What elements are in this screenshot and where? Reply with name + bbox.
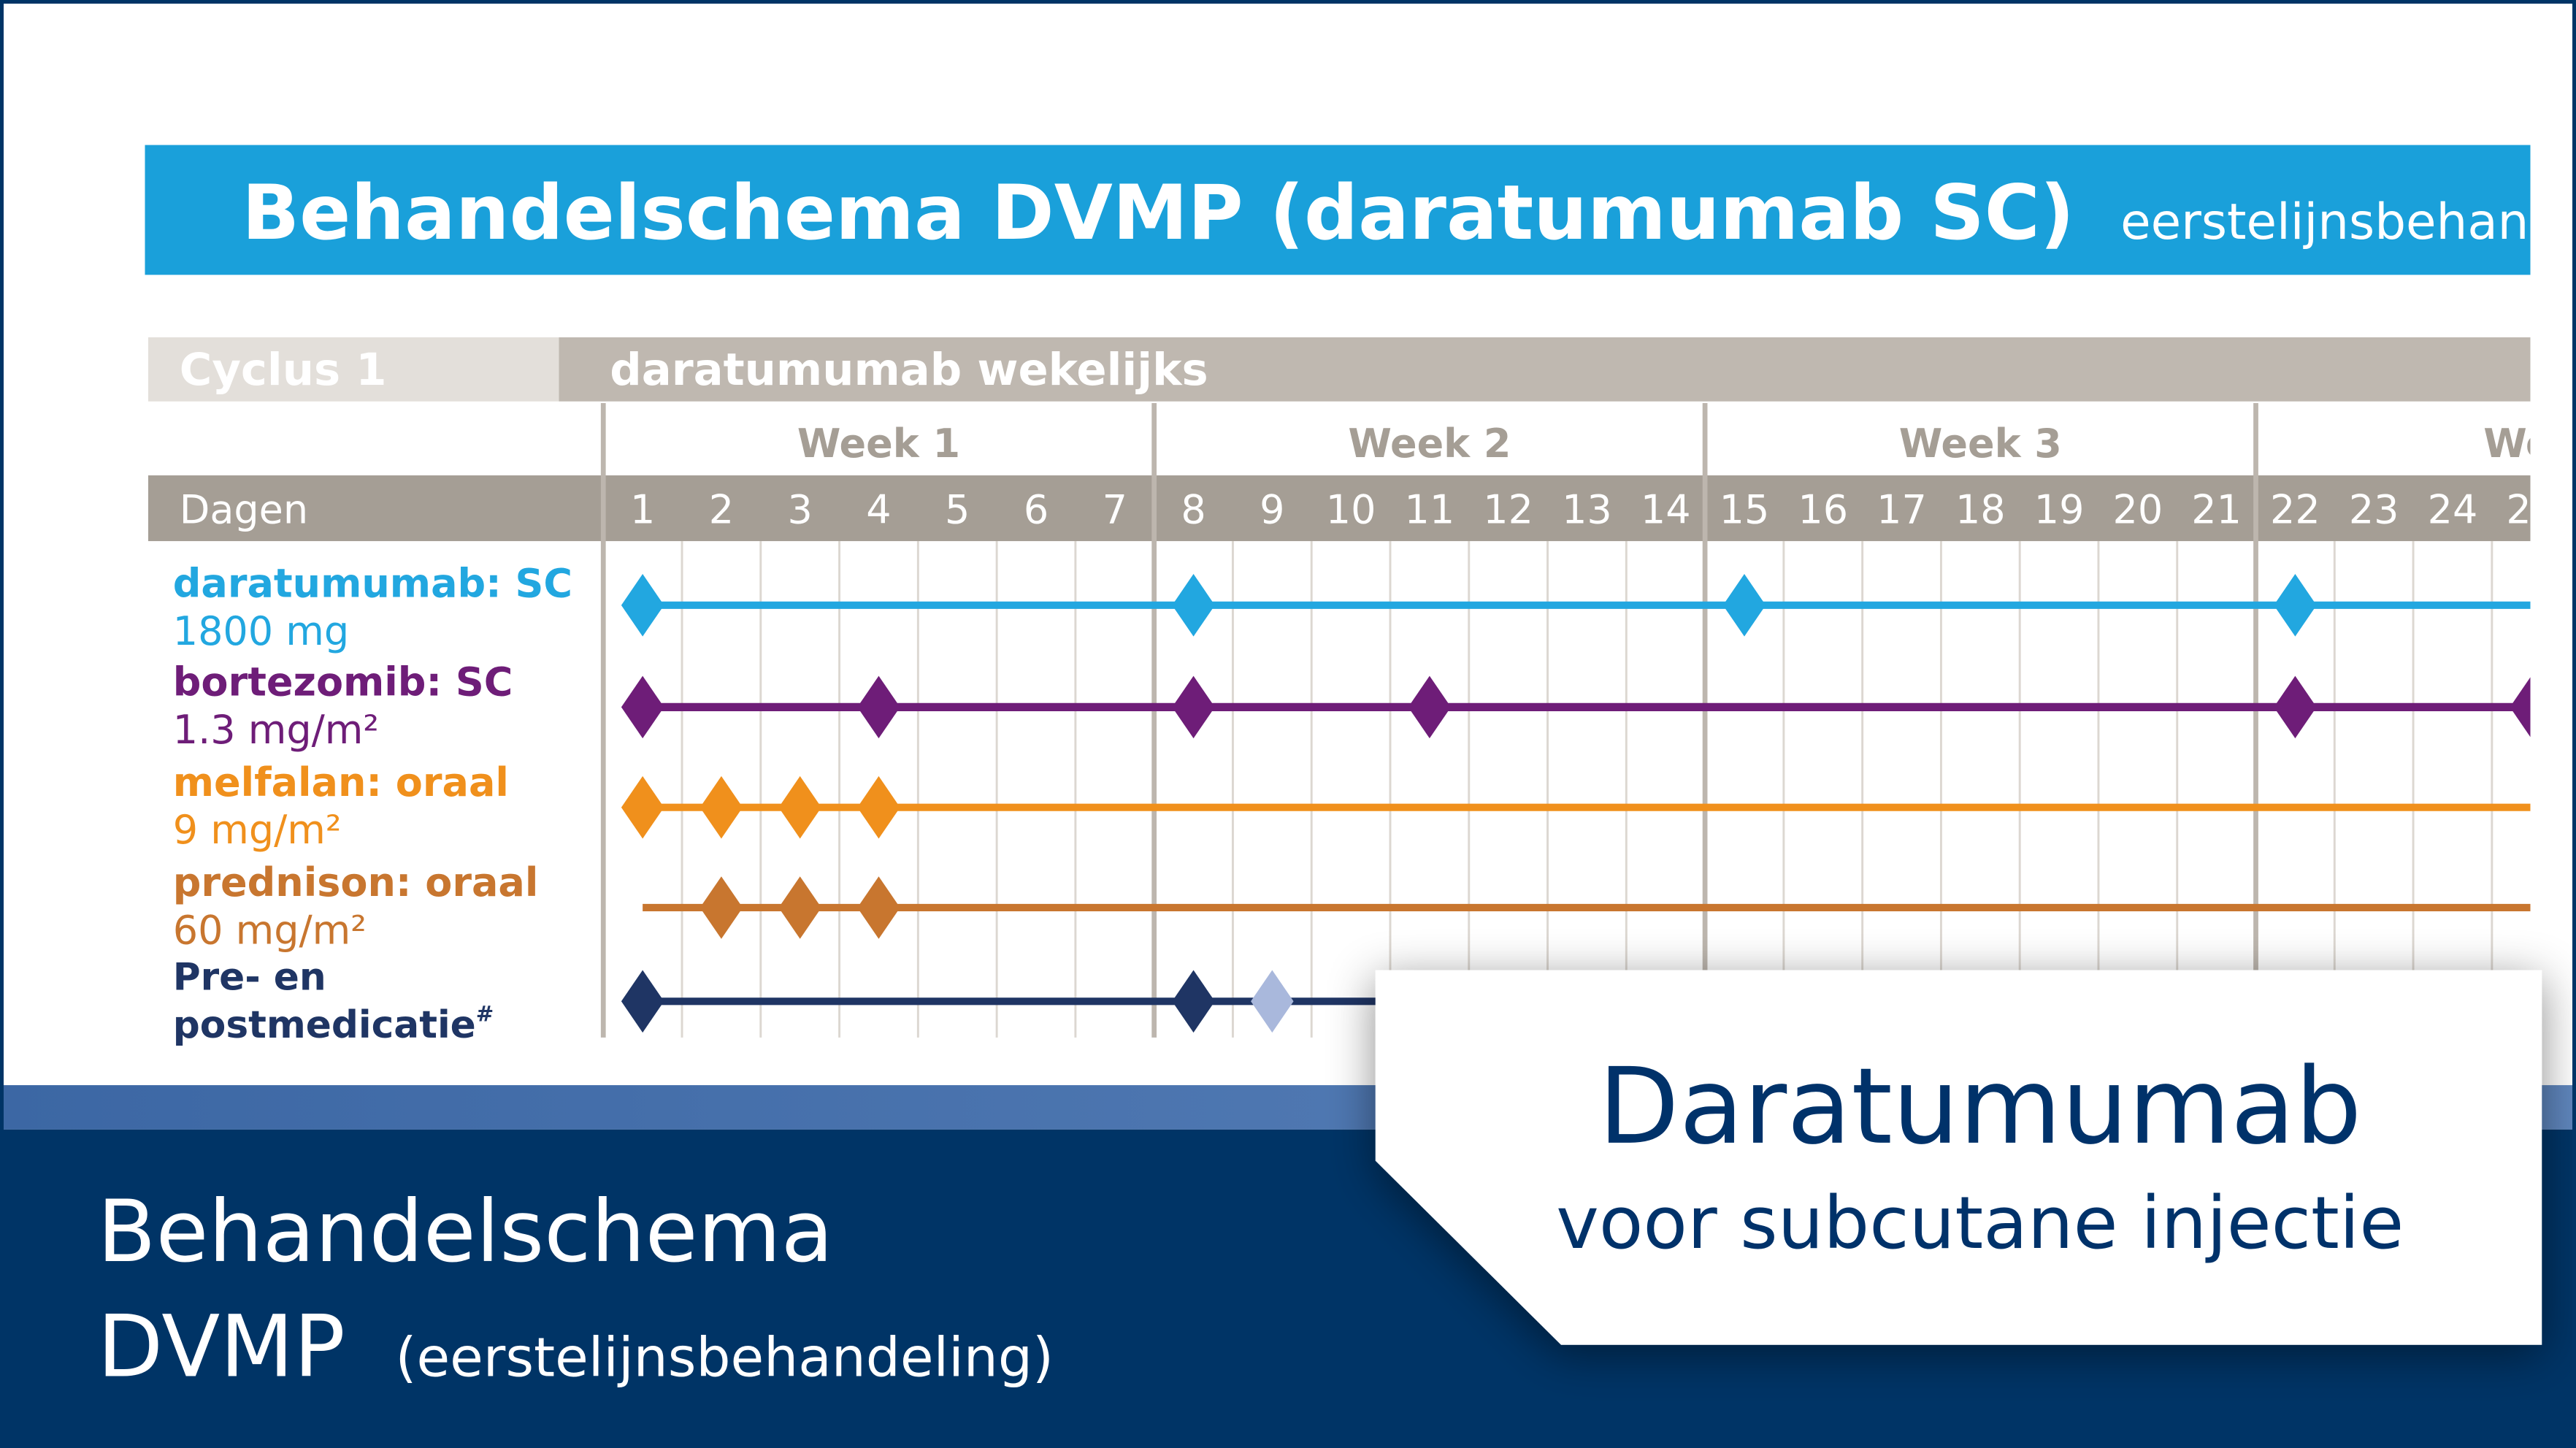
drug-name-daratumumab: daratumumab: SC [173, 561, 572, 607]
dose-marker [621, 775, 664, 839]
day-number: 13 [1562, 486, 1612, 532]
drug-dose-footnote-mark: # [476, 1001, 494, 1026]
dose-marker [621, 675, 664, 739]
footer-title-line2-sub: (eerstelijnsbehandeling) [396, 1325, 1054, 1389]
dose-marker [857, 775, 900, 839]
schedule-title: Behandelschema DVMP (daratumumab SC) [242, 169, 2074, 257]
svg-text:postmedicatie#: postmedicatie# [173, 1001, 494, 1047]
week-label: Week 1 [797, 421, 960, 467]
drug-name-premedicatie: Pre- en [173, 956, 326, 1000]
day-grid [600, 402, 2493, 1038]
day-number: 18 [1955, 486, 2006, 532]
svg-text:DVMP (eerstelijnsbehan: DVMP (eerstelijnsbehandeling) [97, 1296, 1054, 1396]
day-number: 16 [1798, 486, 1848, 532]
day-number: 4 [866, 486, 891, 532]
schedule-title-sub: eerstelijnsbehandeling [2120, 193, 2576, 250]
day-number: 12 [1483, 486, 1533, 532]
drug-dose-melfalan: 9 mg/m² [173, 807, 342, 853]
day-number: 11 [1405, 486, 1455, 532]
day-number: 25 [2506, 486, 2556, 532]
dose-marker [621, 970, 664, 1033]
week-label: Week 2 [1348, 421, 1511, 467]
drug-dose-bortezomib: 1.3 mg/m² [173, 707, 379, 753]
drug-name-melfalan: melfalan: oraal [173, 759, 509, 805]
week-label: Week 3 [1899, 421, 2062, 467]
dose-marker [699, 775, 743, 839]
day-number: 9 [1260, 486, 1284, 532]
drug-dose-postmedicatie: postmedicatie [173, 1003, 476, 1047]
dose-marker [699, 876, 743, 939]
cycle-cell [148, 337, 559, 402]
dose-marker [1172, 675, 1215, 739]
day-number: 17 [1877, 486, 1927, 532]
day-number: 6 [1024, 486, 1049, 532]
drug-name-prednison: prednison: oraal [173, 859, 539, 905]
footer-title-line2: DVMP [97, 1296, 345, 1396]
cycle-label: Cyclus 1 [180, 345, 387, 396]
dose-marker [621, 574, 664, 637]
schedule-title-bar [145, 145, 2531, 275]
slide-canvas: Behandelschema DVMP (daratumumab SC) eer… [4, 4, 2576, 1444]
dose-marker [1408, 675, 1452, 739]
day-number: 14 [1641, 486, 1691, 532]
dose-marker [2274, 675, 2317, 739]
day-number: 1 [630, 486, 655, 532]
schedule-chart: Behandelschema DVMP (daratumumab SC) eer… [145, 145, 2576, 1047]
days-label: Dagen [180, 486, 308, 532]
dose-marker [1722, 574, 1766, 637]
days-header-bar [148, 475, 2531, 542]
day-number: 21 [2191, 486, 2242, 532]
day-number: 10 [1326, 486, 1376, 532]
week-labels: Week 1 Week 2 Week 3 Wee [797, 421, 2576, 467]
dose-marker [857, 675, 900, 739]
svg-text:Behandelschema DVMP (daratumum: Behandelschema DVMP (daratumumab SC) eer… [242, 169, 2576, 257]
dose-marker [2510, 677, 2531, 738]
day-number: 15 [1720, 486, 1770, 532]
day-number: 3 [788, 486, 813, 532]
day-number: 22 [2270, 486, 2320, 532]
dose-marker [1172, 970, 1215, 1033]
day-number: 20 [2113, 486, 2163, 532]
dose-marker [1172, 574, 1215, 637]
drug-dose-prednison: 60 mg/m² [173, 908, 367, 954]
product-badge-card [1375, 970, 2542, 1345]
phase-label: daratumumab wekelijks [610, 345, 1208, 396]
footer-title-line1: Behandelschema [97, 1181, 833, 1282]
dose-marker [2274, 574, 2317, 637]
phase-cell [559, 337, 2531, 402]
dose-marker-optional [1251, 970, 1294, 1033]
day-number: 24 [2428, 486, 2478, 532]
slide-svg: Behandelschema DVMP (daratumumab SC) eer… [4, 145, 2576, 1444]
product-badge-subtitle: voor subcutane injectie [1556, 1181, 2404, 1265]
dose-marker [778, 775, 821, 839]
day-number: 8 [1181, 486, 1205, 532]
dose-marker [857, 876, 900, 939]
day-number: 5 [945, 486, 970, 532]
dose-marker [778, 876, 821, 939]
drug-dose-daratumumab: 1800 mg [173, 608, 349, 654]
day-number: 23 [2349, 486, 2399, 532]
drug-name-bortezomib: bortezomib: SC [173, 659, 513, 705]
product-badge-title: Daratumumab [1598, 1045, 2362, 1168]
day-number: 2 [709, 486, 734, 532]
drug-labels: daratumumab: SC 1800 mg bortezomib: SC 1… [173, 561, 572, 1047]
product-badge: Daratumumab voor subcutane injectie [1375, 970, 2542, 1345]
day-number: 7 [1103, 486, 1127, 532]
week-label: Wee [2483, 421, 2576, 467]
dose-lines [621, 574, 2531, 1033]
day-number: 19 [2034, 486, 2085, 532]
